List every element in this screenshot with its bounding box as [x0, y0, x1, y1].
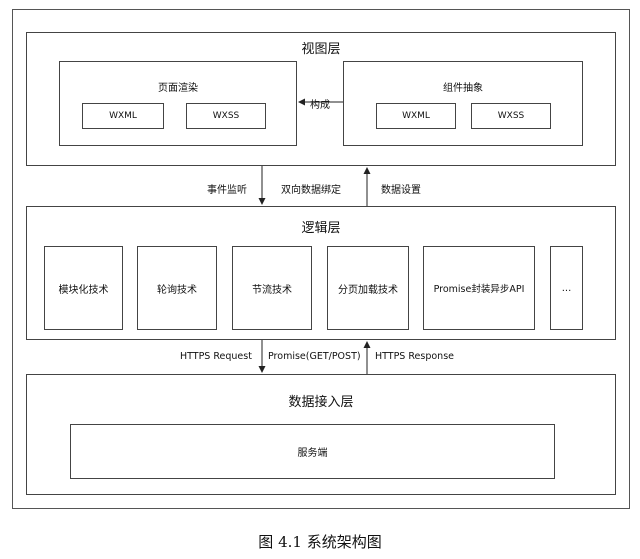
data-set-label: 数据设置 — [381, 185, 421, 196]
event-listen-label: 事件监听 — [207, 185, 247, 196]
figure-caption: 图 4.1 系统架构图 — [258, 533, 382, 551]
tech-promise-async-api: Promise封装异步API — [423, 246, 535, 330]
view-layer-title: 视图层 — [301, 42, 341, 57]
page-render-wxss-box: WXSS — [186, 103, 266, 129]
logic-layer-title: 逻辑层 — [301, 221, 341, 236]
component-abstract-wxss-box: WXSS — [471, 103, 551, 129]
page-render-label: 页面渲染 — [158, 83, 198, 94]
two-way-binding-label: 双向数据绑定 — [281, 185, 341, 196]
tech-more: ... — [550, 246, 583, 330]
tech-pagination: 分页加载技术 — [327, 246, 409, 330]
tech-throttling: 节流技术 — [232, 246, 312, 330]
compose-label: 构成 — [310, 96, 330, 111]
tech-modularization: 模块化技术 — [44, 246, 123, 330]
server-box: 服务端 — [70, 424, 555, 479]
https-response-label: HTTPS Response — [375, 351, 454, 362]
https-request-label: HTTPS Request — [180, 351, 252, 362]
component-abstract-wxml-box: WXML — [376, 103, 456, 129]
promise-get-post-label: Promise(GET/POST) — [268, 351, 361, 362]
tech-polling: 轮询技术 — [137, 246, 217, 330]
page-render-wxml-box: WXML — [82, 103, 164, 129]
data-access-layer-title: 数据接入层 — [288, 395, 354, 410]
component-abstract-label: 组件抽象 — [443, 83, 483, 94]
